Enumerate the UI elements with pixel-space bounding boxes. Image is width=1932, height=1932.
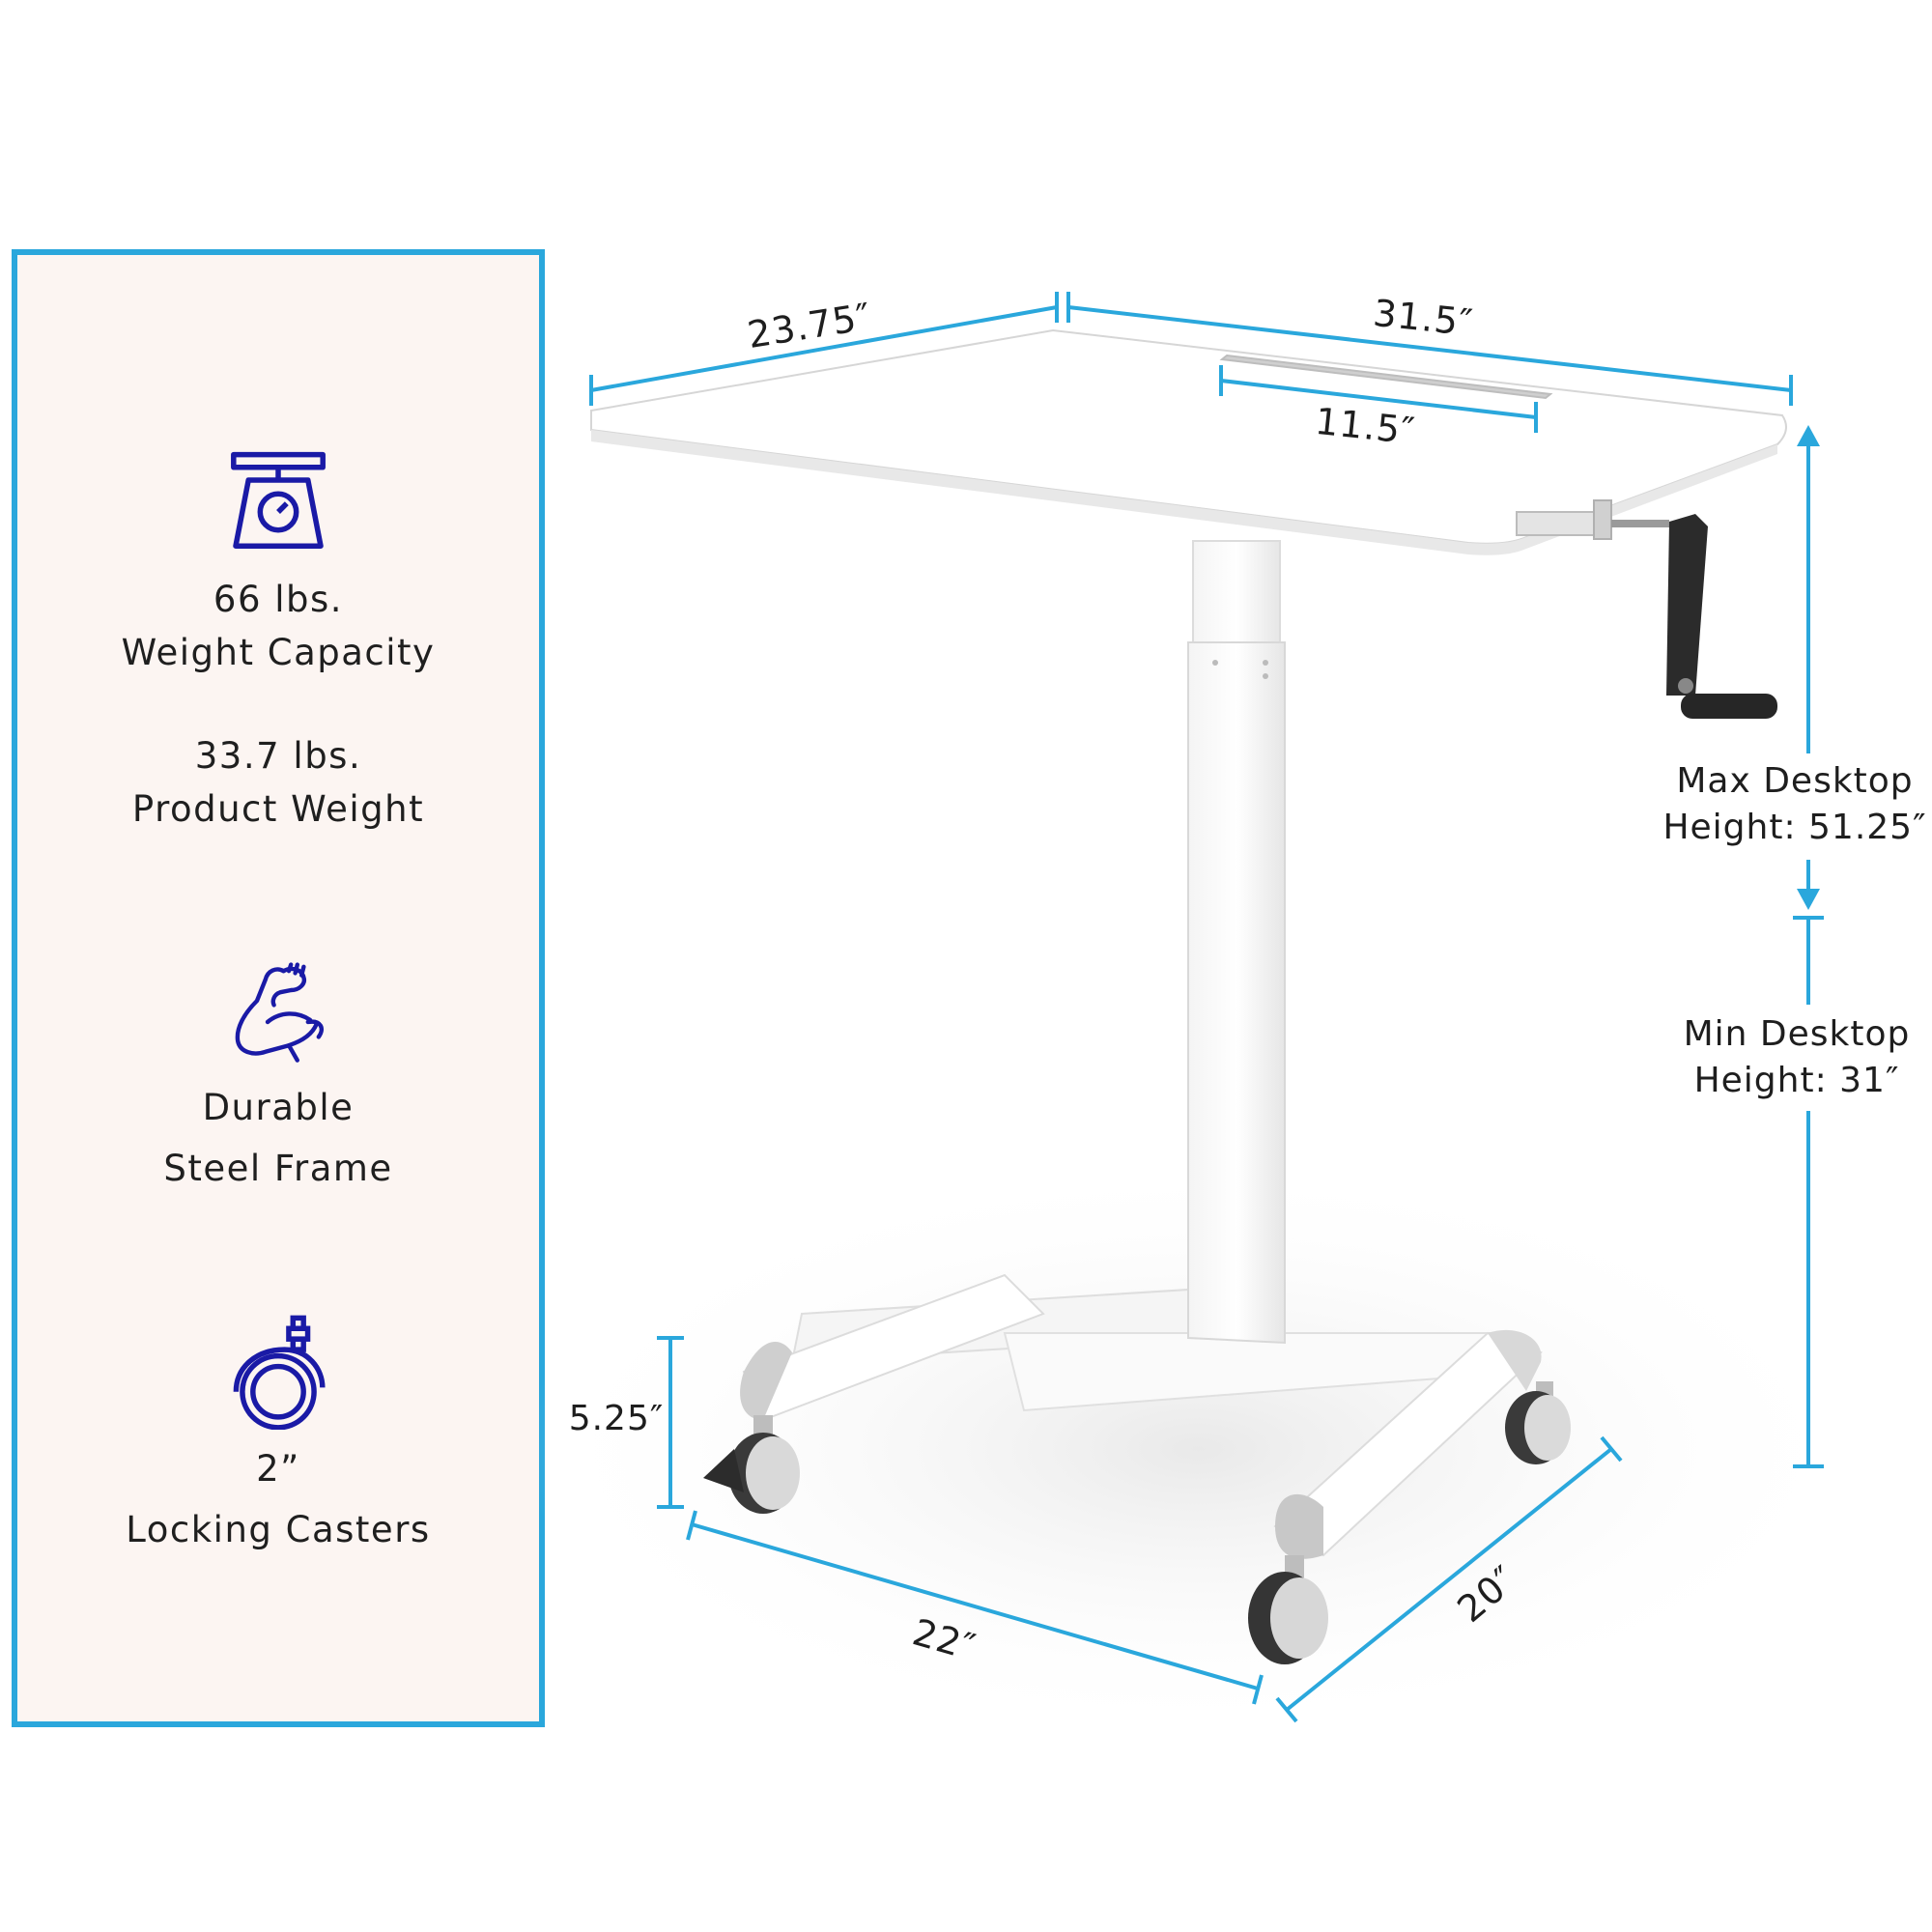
min-height-label-line1: Min Desktop (1684, 1014, 1911, 1054)
feature-locking-casters: 2” Locking Casters (17, 1314, 539, 1548)
weight-capacity-label: Weight Capacity (121, 632, 436, 673)
base-height-label: 5.25″ (569, 1399, 665, 1438)
caster-front-right (1248, 1555, 1328, 1664)
dimension-arrows (1797, 425, 1820, 910)
desktop-surface (590, 328, 1787, 555)
steel-frame-line1: Durable (202, 1087, 355, 1128)
caster-label: Locking Casters (126, 1509, 431, 1550)
caster-back-right (1505, 1381, 1571, 1464)
desk-base (740, 1273, 1543, 1559)
spec-panel: 66 lbs. Weight Capacity 33.7 lbs. Produc… (12, 249, 545, 1727)
scale-icon (231, 451, 326, 549)
max-height-label-line2: Height: 51.25″ (1662, 808, 1926, 847)
dimension-lines (589, 292, 1824, 1723)
muscle-arm-icon (235, 962, 324, 1063)
width-label: 31.5″ (1371, 292, 1475, 345)
caster-wheel-icon (233, 1315, 326, 1430)
min-height-label-line2: Height: 31″ (1694, 1061, 1900, 1100)
product-weight-value: 33.7 lbs. (194, 735, 362, 777)
depth-label: 23.75″ (745, 295, 874, 356)
max-height-label-line1: Max Desktop (1676, 761, 1913, 801)
desk-column (1187, 540, 1286, 1345)
weight-capacity-value: 66 lbs. (213, 579, 344, 620)
feature-weight-capacity: 66 lbs. Weight Capacity (17, 448, 539, 670)
feature-product-weight: 33.7 lbs. Product Weight (17, 738, 539, 827)
desktop-slot (1219, 354, 1553, 400)
feature-steel-frame: Durable Steel Frame (17, 958, 539, 1186)
caster-front-left (703, 1415, 800, 1514)
slot-label: 11.5″ (1313, 400, 1417, 453)
floor-shadow (522, 1159, 1874, 1739)
crank-handle (1516, 499, 1777, 719)
product-weight-label: Product Weight (131, 788, 425, 830)
steel-frame-line2: Steel Frame (163, 1148, 393, 1189)
caster-size: 2” (256, 1448, 300, 1490)
